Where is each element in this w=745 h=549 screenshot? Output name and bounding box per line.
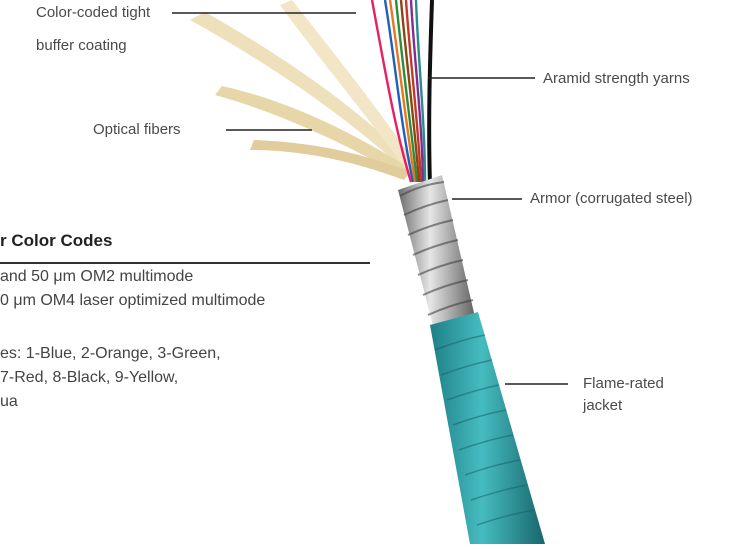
callout-armor: Armor (corrugated steel) — [530, 189, 693, 209]
legend-heading: r Color Codes — [0, 231, 112, 251]
leader-lines — [172, 13, 568, 384]
callout-buffer: Color-coded tight — [36, 3, 150, 23]
callout-jacket-line2: jacket — [583, 396, 622, 416]
callout-optical: Optical fibers — [93, 120, 181, 140]
legend-line-5: ua — [0, 391, 18, 413]
callout-jacket: Flame-rated — [583, 374, 664, 394]
legend-line-3: es: 1-Blue, 2-Orange, 3-Green, — [0, 343, 221, 365]
legend-divider — [0, 262, 370, 264]
aramid-yarns — [190, 0, 418, 180]
callout-aramid: Aramid strength yarns — [543, 69, 690, 89]
legend-line-4: 7-Red, 8-Black, 9-Yellow, — [0, 367, 178, 389]
legend-line-2: 0 μm OM4 laser optimized multimode — [0, 290, 265, 312]
callout-buffer-line2: buffer coating — [36, 36, 127, 56]
legend-line-1: and 50 μm OM2 multimode — [0, 266, 193, 288]
jacket-section — [430, 312, 545, 544]
